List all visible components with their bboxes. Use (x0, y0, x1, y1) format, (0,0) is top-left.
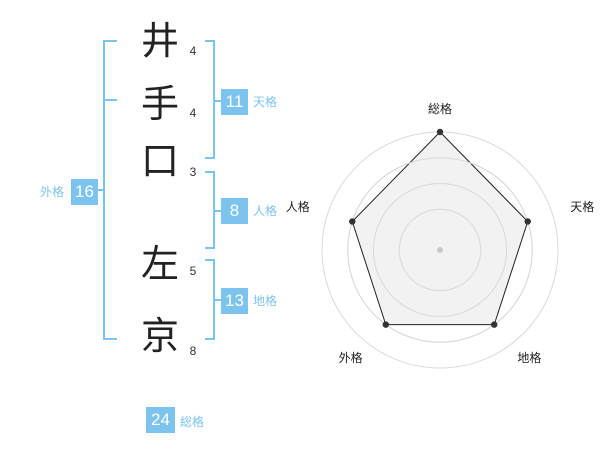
radar-inner-ring-3 (347, 157, 533, 343)
name-char-2: 手 (140, 82, 179, 126)
radar-polygon (351, 131, 529, 326)
chikaku-label: 地格 (253, 294, 278, 308)
stroke-count-3: 3 (189, 165, 197, 179)
jinkaku-label: 人格 (253, 204, 278, 218)
stroke-count-1: 4 (189, 44, 197, 58)
gaikaku-label: 外格 (40, 185, 65, 199)
radar-point-2 (524, 218, 531, 225)
stroke-count-2: 4 (189, 106, 197, 120)
radar-point-5 (349, 218, 356, 225)
jinkaku-bracket (205, 171, 215, 249)
radar-chart (321, 128, 559, 369)
radar-inner-ring-2 (373, 183, 507, 317)
radar-point-3 (491, 321, 498, 328)
radar-axis-label: 人格 (285, 199, 310, 214)
soukaku-value: 24 (146, 407, 175, 433)
name-char-3: 口 (140, 139, 179, 183)
radar-axis-label: 外格 (338, 351, 363, 366)
chikaku-bracket (205, 259, 215, 340)
radar-axis-label: 総格 (427, 102, 452, 116)
tenkaku-bracket (205, 40, 215, 159)
soukaku-label: 総格 (180, 415, 205, 429)
tenkaku-value: 11 (221, 89, 248, 115)
stroke-count-5: 8 (189, 344, 197, 358)
name-char-1: 井 (140, 19, 179, 63)
radar-inner-ring-1 (398, 208, 482, 292)
gaikaku-value: 16 (71, 179, 98, 205)
stroke-count-4: 5 (189, 264, 197, 278)
tenkaku-label: 天格 (253, 95, 278, 109)
chikaku-value: 13 (221, 288, 248, 314)
radar-point-4 (382, 321, 389, 328)
jinkaku-value: 8 (221, 198, 248, 224)
gaikaku-bracket (103, 40, 117, 340)
radar-center (437, 247, 443, 253)
name-char-5: 京 (140, 314, 179, 358)
radar-axis-label: 天格 (570, 199, 595, 214)
name-char-4: 左 (140, 242, 179, 286)
radar-axis-label: 地格 (517, 351, 542, 366)
radar-point-1 (436, 128, 444, 136)
